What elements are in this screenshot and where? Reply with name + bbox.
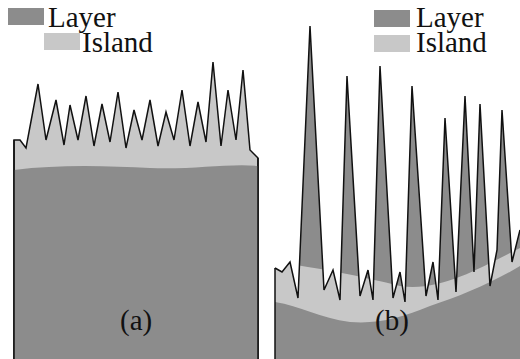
legend-swatch [374, 10, 410, 27]
profile-outline [275, 26, 520, 302]
legend-swatch [374, 35, 410, 52]
panel-label: (a) [120, 306, 152, 335]
layer-peaks [275, 26, 520, 359]
panel-edge [13, 140, 15, 359]
panel-label: (b) [375, 306, 409, 335]
legend-label: Island [416, 28, 487, 57]
panel-edge [274, 268, 276, 359]
island-profile [14, 62, 258, 359]
legend-label: Island [82, 28, 153, 57]
panel-edge [257, 158, 259, 359]
legend-swatch [44, 33, 80, 50]
layer-base [14, 165, 258, 359]
legend-swatch [8, 8, 44, 25]
island-band [275, 248, 520, 359]
